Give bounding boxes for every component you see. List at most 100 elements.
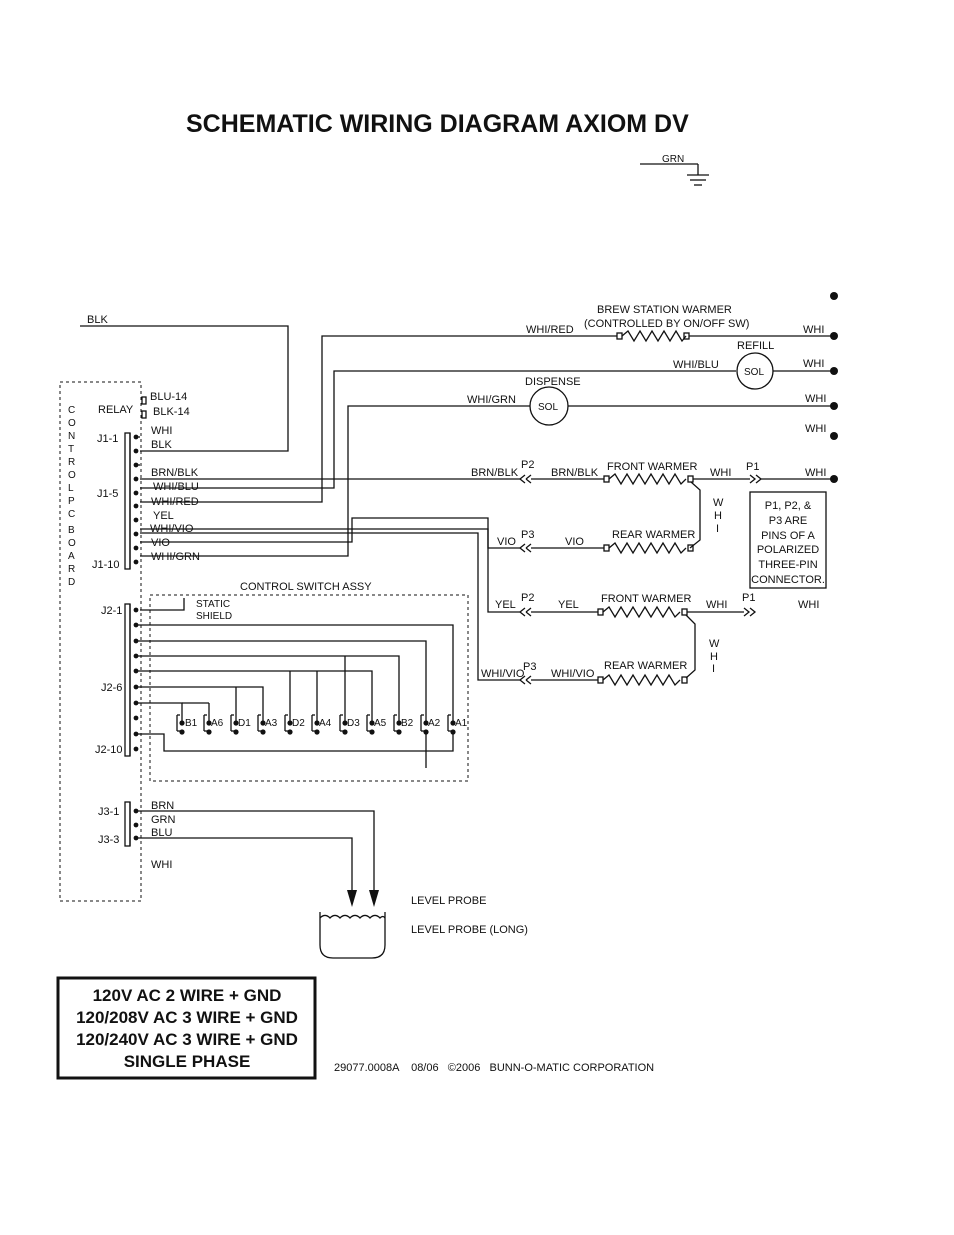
svg-text:SHIELD: SHIELD (196, 611, 232, 622)
j2-connector (124, 603, 131, 757)
blk-wire (80, 325, 289, 452)
svg-text:C: C (68, 509, 75, 520)
svg-text:L: L (68, 483, 74, 494)
svg-text:SOL: SOL (744, 367, 764, 378)
refill-label: REFILL (737, 340, 774, 352)
front-warmer-1-label: FRONT WARMER (607, 461, 697, 473)
level-probe-long-arrow (369, 890, 379, 907)
svg-text:GRN: GRN (151, 814, 176, 826)
svg-text:R: R (68, 457, 75, 468)
switch-buttons (176, 714, 456, 735)
svg-text:WHI/GRN: WHI/GRN (151, 551, 200, 563)
svg-text:D2: D2 (292, 718, 305, 729)
whi-red-wire (140, 335, 617, 503)
svg-text:THREE-PIN: THREE-PIN (758, 559, 817, 571)
ground-label: GRN (662, 154, 684, 165)
svg-text:120V AC 2 WIRE + GND: 120V AC 2 WIRE + GND (93, 986, 282, 1005)
svg-text:P1: P1 (742, 592, 755, 604)
svg-text:BRN/BLK: BRN/BLK (151, 467, 199, 479)
svg-text:R: R (68, 564, 75, 575)
whi-red-label: WHI/RED (526, 324, 574, 336)
rear-warmer-1-resistor (608, 541, 687, 555)
front-warmer-1-resistor (608, 472, 687, 486)
svg-text:VIO: VIO (497, 536, 516, 548)
svg-text:YEL: YEL (495, 599, 516, 611)
svg-text:P3: P3 (523, 661, 536, 673)
svg-text:I: I (716, 523, 719, 535)
blk-label: BLK (87, 314, 108, 326)
svg-text:WHI: WHI (805, 467, 826, 479)
svg-text:WHI: WHI (710, 467, 731, 479)
svg-text:POLARIZED: POLARIZED (757, 544, 819, 556)
level-probe-label: LEVEL PROBE (411, 895, 486, 907)
svg-text:120/240V AC 3 WIRE + GND: 120/240V AC 3 WIRE + GND (76, 1030, 298, 1049)
svg-text:SOL: SOL (538, 402, 558, 413)
svg-text:120/208V AC 3 WIRE + GND: 120/208V AC 3 WIRE + GND (76, 1008, 298, 1027)
svg-text:B1: B1 (185, 718, 198, 729)
svg-text:P: P (68, 496, 75, 507)
svg-text:WHI/RED: WHI/RED (151, 496, 199, 508)
whi-blu-label: WHI/BLU (673, 359, 719, 371)
svg-text:I: I (712, 663, 715, 675)
svg-text:H: H (714, 510, 722, 522)
svg-text:BRN: BRN (151, 800, 174, 812)
whi-label-1: WHI (803, 324, 824, 336)
yel-wire (140, 528, 520, 613)
svg-text:P2: P2 (521, 592, 534, 604)
svg-text:J2-10: J2-10 (95, 744, 123, 756)
voltage-box (56, 976, 317, 1080)
vio-wire (140, 517, 520, 549)
whi-label-2: WHI (803, 358, 824, 370)
brew-warmer-note: (CONTROLLED BY ON/OFF SW) (584, 318, 749, 330)
svg-text:BLU-14: BLU-14 (150, 391, 187, 403)
svg-text:A3: A3 (265, 718, 278, 729)
svg-text:P3 ARE: P3 ARE (769, 515, 808, 527)
svg-text:A1: A1 (455, 718, 468, 729)
control-switch-assy-box (149, 594, 469, 782)
svg-text:H: H (710, 651, 718, 663)
front-warmer-2-label: FRONT WARMER (601, 593, 691, 605)
svg-text:STATIC: STATIC (196, 599, 230, 610)
level-probe-long-label: LEVEL PROBE (LONG) (411, 924, 528, 936)
front-warmer-2-resistor (602, 605, 681, 619)
svg-text:A2: A2 (428, 718, 441, 729)
j3-connector (124, 801, 131, 847)
dispense-label: DISPENSE (525, 376, 581, 388)
page-title: SCHEMATIC WIRING DIAGRAM AXIOM DV (186, 110, 689, 138)
svg-text:BLK: BLK (151, 439, 172, 451)
svg-text:B2: B2 (401, 718, 414, 729)
ground-icon (640, 163, 709, 186)
svg-text:P3: P3 (521, 529, 534, 541)
svg-text:D: D (68, 577, 75, 588)
svg-text:W: W (713, 497, 724, 509)
rear-warmer-2-label: REAR WARMER (604, 660, 687, 672)
footer-text: 29077.0008A 08/06 ©2006 BUNN-O-MATIC COR… (334, 1062, 654, 1074)
svg-text:J2-1: J2-1 (101, 605, 122, 617)
rear-warmer-1-label: REAR WARMER (612, 529, 695, 541)
svg-text:J1-10: J1-10 (92, 559, 120, 571)
svg-text:O: O (68, 470, 76, 481)
svg-text:BRN/BLK: BRN/BLK (551, 467, 599, 479)
svg-text:J3-1: J3-1 (98, 806, 119, 818)
svg-text:P1, P2, &: P1, P2, & (765, 500, 812, 512)
svg-text:BLU: BLU (151, 827, 172, 839)
svg-text:J1-1: J1-1 (97, 433, 118, 445)
svg-text:A6: A6 (211, 718, 224, 729)
whi-vio-wire (140, 532, 520, 681)
connector-note-box (749, 491, 827, 589)
svg-text:D1: D1 (238, 718, 251, 729)
j2-pins (133, 607, 139, 752)
svg-text:O: O (68, 538, 76, 549)
svg-text:VIO: VIO (565, 536, 584, 548)
switch-wiring (136, 624, 454, 768)
svg-text:O: O (68, 418, 76, 429)
svg-text:C: C (68, 405, 75, 416)
svg-text:WHI/VIO: WHI/VIO (481, 668, 525, 680)
whi-blu-wire (140, 370, 736, 489)
svg-text:W: W (709, 638, 720, 650)
svg-text:A: A (68, 551, 75, 562)
relay-label: RELAY (98, 404, 134, 416)
svg-text:P1: P1 (746, 461, 759, 473)
svg-text:B: B (68, 525, 75, 536)
